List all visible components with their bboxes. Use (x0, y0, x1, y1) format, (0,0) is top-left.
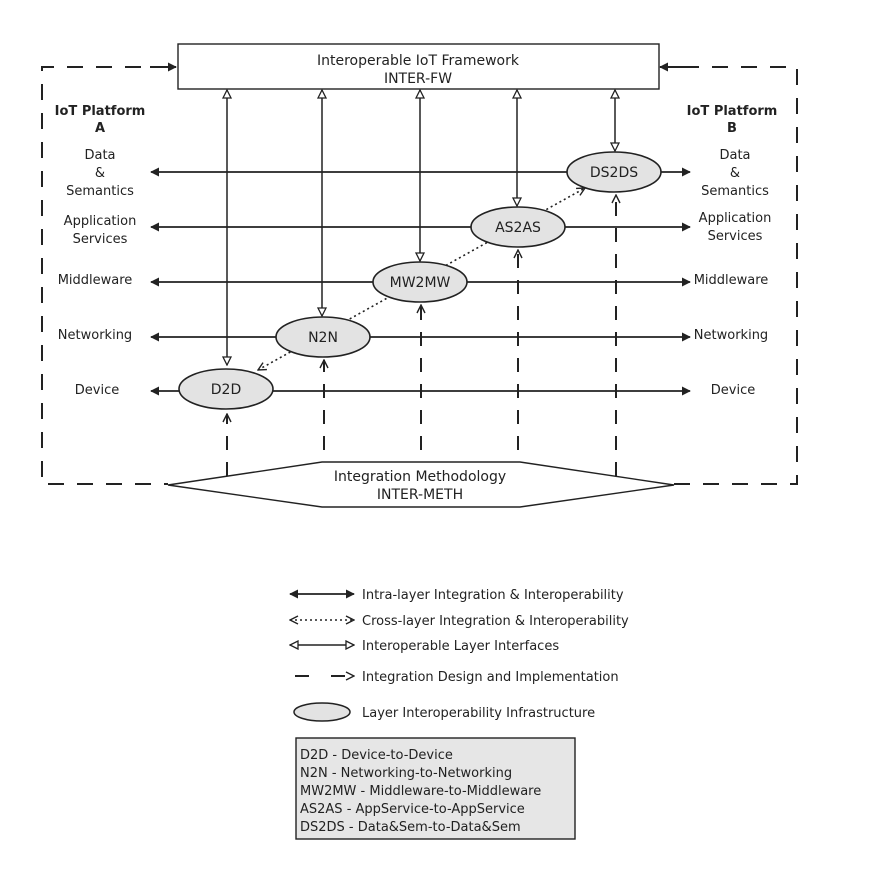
legend-label-layer-interfaces: Interoperable Layer Interfaces (362, 639, 559, 654)
platform-b-title: IoT Platform (687, 104, 778, 119)
legend-label-infrastructure: Layer Interoperability Infrastructure (362, 706, 595, 721)
methodology-title: Integration Methodology (334, 469, 506, 485)
layer-label-data-b-3: Semantics (701, 184, 769, 199)
platform-b-letter: B (727, 121, 737, 136)
node-n2n-label: N2N (308, 330, 338, 346)
layer-label-app-a-2: Services (73, 232, 128, 247)
layer-label-data-a-2: & (95, 166, 105, 181)
node-ds2ds-label: DS2DS (590, 165, 638, 181)
layer-label-data-b-2: & (730, 166, 740, 181)
abbreviation-item: MW2MW - Middleware-to-Middleware (300, 784, 541, 799)
platform-a-letter: A (95, 121, 105, 136)
framework-title: Interoperable IoT Framework (317, 53, 520, 69)
dashed-boundary (41, 66, 798, 485)
legend-label-design: Integration Design and Implementation (362, 670, 619, 685)
layer-label-middleware-a: Middleware (58, 273, 133, 288)
layer-label-networking-b: Networking (694, 328, 768, 343)
abbreviations-panel (295, 737, 576, 840)
abbreviations-box: D2D - Device-to-Device N2N - Networking-… (295, 737, 576, 840)
platform-a-title: IoT Platform (55, 104, 146, 119)
methodology-hexagon (167, 461, 675, 508)
layer-label-device-a: Device (75, 383, 119, 398)
node-ds2ds-ellipse (566, 151, 662, 193)
legend-label-intra-layer: Intra-layer Integration & Interoperabili… (362, 588, 624, 603)
abbreviation-item: D2D - Device-to-Device (300, 748, 453, 763)
node-d2d: D2D (178, 368, 274, 410)
framework-subtitle: INTER-FW (384, 71, 452, 87)
layer-label-device-b: Device (711, 383, 755, 398)
node-n2n: N2N (275, 316, 371, 358)
framework-box (177, 43, 660, 90)
layer-label-app-b-1: Application (699, 211, 772, 226)
node-mw2mw: MW2MW (372, 261, 468, 303)
legend: Intra-layer Integration & Interoperabili… (290, 588, 629, 722)
node-as2as-label: AS2AS (495, 220, 541, 236)
legend-symbol-infrastructure (293, 702, 351, 722)
node-as2as: AS2AS (470, 206, 566, 248)
node-mw2mw-ellipse (372, 261, 468, 303)
layer-label-data-b-1: Data (719, 148, 750, 163)
abbreviation-item: AS2AS - AppService-to-AppService (300, 802, 525, 817)
node-as2as-ellipse (470, 206, 566, 248)
layer-label-data-a-1: Data (84, 148, 115, 163)
layer-label-middleware-b: Middleware (694, 273, 769, 288)
node-mw2mw-label: MW2MW (390, 275, 451, 291)
legend-label-cross-layer: Cross-layer Integration & Interoperabili… (362, 614, 629, 629)
abbreviation-item: DS2DS - Data&Sem-to-Data&Sem (300, 820, 521, 835)
abbreviation-item: N2N - Networking-to-Networking (300, 766, 512, 781)
layer-label-networking-a: Networking (58, 328, 132, 343)
layer-label-data-a-3: Semantics (66, 184, 134, 199)
layer-label-app-a-1: Application (64, 214, 137, 229)
node-n2n-ellipse (275, 316, 371, 358)
methodology-subtitle: INTER-METH (377, 487, 463, 503)
node-d2d-ellipse (178, 368, 274, 410)
node-d2d-label: D2D (211, 382, 241, 398)
node-ds2ds: DS2DS (566, 151, 662, 193)
layer-label-app-b-2: Services (708, 229, 763, 244)
